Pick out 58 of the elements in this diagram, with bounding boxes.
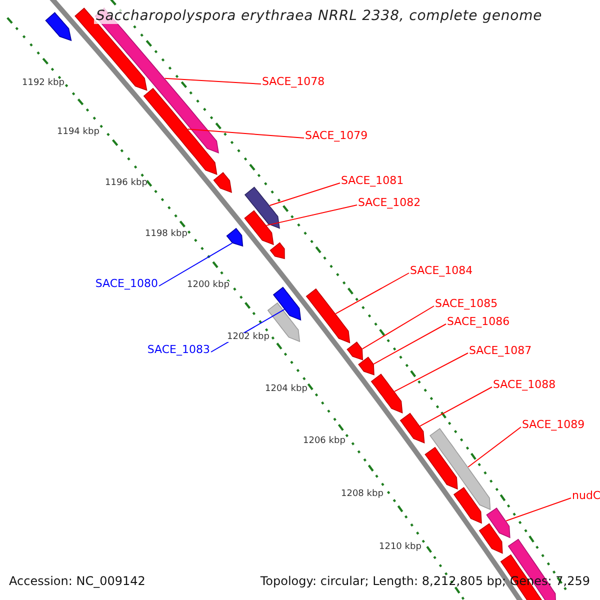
- leader-line: [266, 204, 358, 226]
- gene-block: [244, 210, 274, 246]
- leader-line: [164, 78, 262, 84]
- gene-block: [272, 286, 302, 321]
- gene-label: SACE_1083: [147, 344, 210, 355]
- leader-line: [394, 352, 468, 392]
- genome-info-text: Topology: circular; Length: 8,212,805 bp; Genes: 7,259: [260, 575, 590, 587]
- leader-line: [506, 498, 572, 522]
- gene-block: [358, 356, 374, 376]
- scale-label: 1200 kbp: [187, 281, 230, 290]
- gene-label: SACE_1084: [410, 265, 473, 276]
- scale-label: 1208 kbp: [341, 490, 384, 499]
- gene-block: [400, 412, 425, 444]
- gene-block: [244, 186, 280, 229]
- gene-block: [430, 428, 491, 510]
- gene-block: [267, 302, 300, 342]
- gene-label: SACE_1086: [447, 316, 510, 327]
- scale-label: 1204 kbp: [265, 385, 308, 394]
- gene-block: [508, 538, 556, 600]
- gene-label: SACE_1080: [95, 278, 158, 289]
- gene-block: [213, 172, 232, 194]
- gene-block: [270, 242, 285, 260]
- gene-block: [478, 523, 503, 554]
- scale-label: 1196 kbp: [105, 179, 148, 188]
- scale-label: 1210 kbp: [379, 543, 422, 552]
- scale-label: 1192 kbp: [22, 79, 64, 88]
- gene-block: [306, 288, 350, 344]
- gene-label: SACE_1079: [305, 130, 368, 141]
- gene-label: nudC: [572, 490, 600, 501]
- gene-label: SACE_1078: [262, 76, 325, 87]
- gene-block: [370, 374, 403, 414]
- gene-block: [226, 228, 244, 247]
- gene-label: SACE_1082: [358, 197, 421, 208]
- scale-label: 1194 kbp: [57, 128, 100, 137]
- gene-block: [486, 508, 510, 538]
- leader-line: [420, 386, 492, 427]
- scale-label: 1198 kbp: [145, 230, 188, 239]
- leader-line: [335, 272, 410, 314]
- gene-label: SACE_1081: [341, 175, 404, 186]
- leader-line: [373, 324, 446, 364]
- gene-block: [453, 487, 482, 524]
- leader-line: [468, 426, 522, 468]
- gene-label: SACE_1088: [493, 379, 556, 390]
- gene-label: SACE_1085: [435, 298, 498, 309]
- gene-block: [424, 446, 458, 490]
- gene-label: SACE_1087: [469, 345, 532, 356]
- gene-label: SACE_1089: [522, 419, 585, 430]
- leader-line: [362, 306, 434, 350]
- leader-line: [269, 182, 340, 206]
- gene-block: [346, 342, 364, 360]
- scale-label: 1206 kbp: [303, 437, 346, 446]
- gene-block: [45, 12, 72, 42]
- leader-line: [187, 128, 304, 138]
- genome-title: Saccharopolyspora erythraea NRRL 2338, complete genome: [94, 8, 544, 24]
- gene-block: [143, 88, 218, 176]
- scale-label: 1202 kbp: [227, 333, 270, 342]
- leader-line: [158, 242, 232, 286]
- accession-text: Accession: NC_009142: [9, 575, 146, 587]
